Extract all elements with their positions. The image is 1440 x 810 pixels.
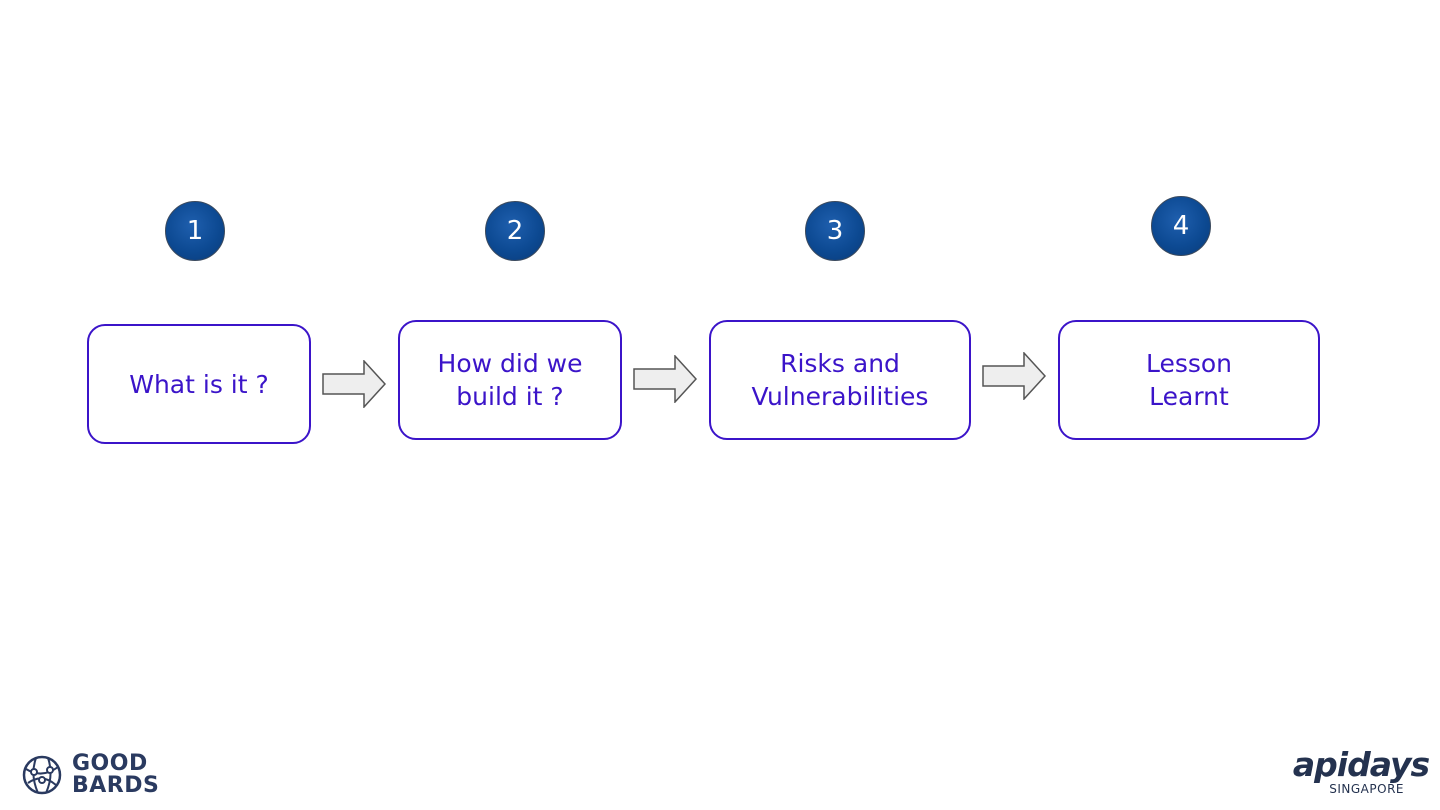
right-arrow-icon [982, 352, 1046, 400]
right-arrow-icon [322, 360, 386, 408]
step-number-1: 1 [186, 216, 204, 246]
apidays-logo: apidays SINGAPORE [1288, 748, 1434, 800]
step-number-badge-1: 1 [165, 201, 225, 261]
step-number-2: 2 [506, 216, 524, 246]
goodbards-wordmark: GOOD BARDS [72, 751, 160, 798]
step-label-3: Risks and Vulnerabilities [751, 349, 929, 411]
step-label-1: What is it ? [129, 369, 269, 399]
step-box-lesson: Lesson Learnt [1058, 320, 1320, 440]
apidays-wordmark: apidays [1292, 745, 1430, 784]
apidays-location: SINGAPORE [1329, 782, 1404, 796]
step-label-2: How did we build it ? [437, 349, 583, 411]
step-number-3: 3 [826, 216, 844, 246]
step-label-4: Lesson Learnt [1145, 349, 1233, 411]
step-box-risks: Risks and Vulnerabilities [709, 320, 971, 440]
step-number-4: 4 [1172, 211, 1190, 241]
globe-network-icon [22, 755, 62, 795]
step-number-badge-3: 3 [805, 201, 865, 261]
step-number-badge-4: 4 [1151, 196, 1211, 256]
goodbards-logo: GOOD BARDS [20, 752, 159, 798]
step-number-badge-2: 2 [485, 201, 545, 261]
step-box-what-is-it: What is it ? [87, 324, 311, 444]
step-box-how-built: How did we build it ? [398, 320, 622, 440]
right-arrow-icon [633, 355, 697, 403]
